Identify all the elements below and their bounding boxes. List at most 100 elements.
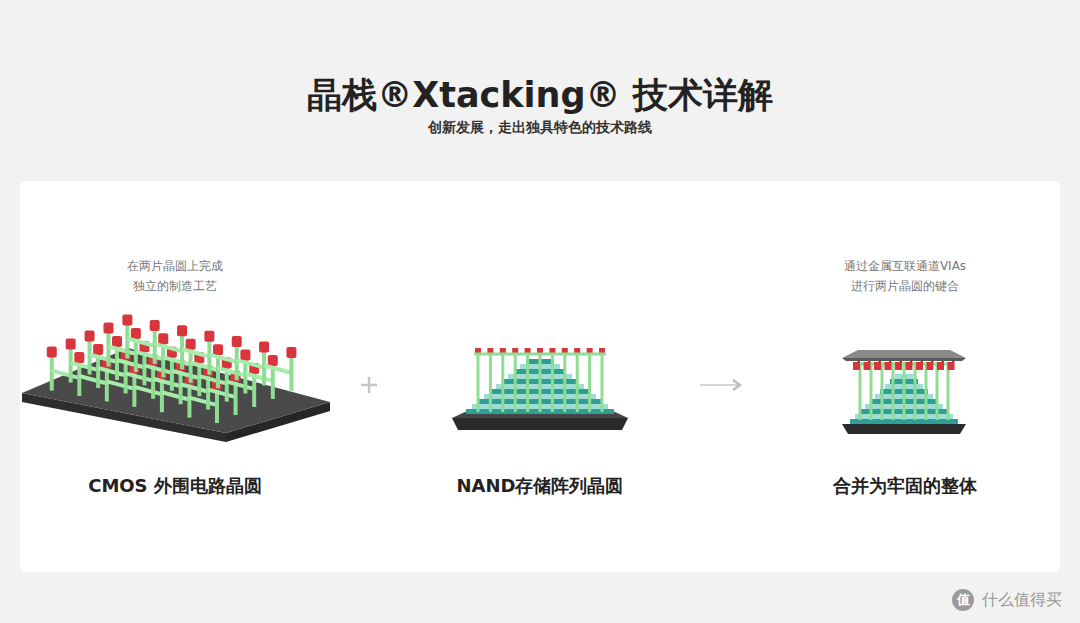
bond-via <box>906 362 913 370</box>
channel-pillar <box>539 352 542 412</box>
channel-pillar <box>914 362 917 420</box>
channel-pillar <box>947 362 950 420</box>
cmos-pillar <box>106 333 110 367</box>
cmos-pillar <box>180 335 184 369</box>
contact-cap <box>213 344 223 355</box>
cmos-wire <box>153 379 179 386</box>
cmos-wire <box>126 373 152 380</box>
cmos-wire <box>199 376 225 383</box>
channel-pillar <box>903 362 906 420</box>
bonded-wafers <box>842 350 966 434</box>
cmos-pillar <box>235 346 239 380</box>
wafer-stage: NAND存储阵列晶圆 <box>386 330 694 498</box>
channel-pillar <box>501 352 504 412</box>
contact-cap <box>103 323 113 334</box>
note: 在两片晶圆上完成 独立的制造工艺 <box>103 256 247 296</box>
contact-cap <box>66 339 76 350</box>
nand-wafer <box>452 348 628 430</box>
channel-pillar <box>477 352 480 412</box>
cmos-pillar <box>289 357 293 391</box>
contact-cap <box>74 352 84 363</box>
channel-pillar <box>601 352 604 412</box>
page-title: 晶栈®Xtacking® 技术详解 <box>307 72 773 119</box>
cmos-wire <box>52 371 78 378</box>
cmos-pillar <box>153 330 157 364</box>
wafer-stage: CMOS 外围电路晶圆 <box>16 330 334 498</box>
cmos-plate-edge <box>842 358 966 361</box>
cmos-wire <box>182 349 208 356</box>
cmos-wire <box>79 376 105 383</box>
contact-cap <box>150 320 160 331</box>
cmos-wire <box>208 390 234 397</box>
cmos-pillar <box>262 352 266 386</box>
wafer-base <box>842 424 966 434</box>
cmos-wafer <box>22 314 330 442</box>
bit-line <box>474 353 606 356</box>
contact-cap <box>158 333 168 344</box>
cmos-wire <box>117 360 143 367</box>
contact-cap <box>286 347 296 358</box>
cmos-pillar <box>50 357 54 391</box>
channel-pillar <box>859 362 862 420</box>
cmos-wire <box>191 363 217 370</box>
watermark: 什么值得买 <box>982 590 1062 611</box>
wafer-top <box>22 348 330 433</box>
cmos-wire <box>127 338 153 345</box>
cmos-pillar <box>125 324 129 358</box>
channel-pillar <box>925 362 928 420</box>
cmos-wire <box>245 374 271 381</box>
bond-via <box>885 362 892 370</box>
channel-pillar <box>892 362 895 420</box>
channel-pillar <box>489 352 492 412</box>
cmos-wire <box>227 382 253 389</box>
contact-cap <box>268 355 278 366</box>
cmos-pillar <box>207 341 211 375</box>
cmos-wire <box>189 398 215 405</box>
cmos-wire <box>237 360 263 367</box>
bond-via <box>937 362 944 370</box>
bond-via <box>853 362 860 370</box>
cmos-wire <box>144 365 170 372</box>
cmos-wire <box>181 384 207 391</box>
bond-via <box>895 362 902 370</box>
stage-caption: CMOS 外围电路晶圆 <box>16 474 334 498</box>
cmos-pillar <box>88 341 92 375</box>
contact-cap <box>177 325 187 336</box>
stage-caption: 合并为牢固的整体 <box>746 474 1064 498</box>
plus-symbol <box>361 377 377 393</box>
cmos-wire <box>136 352 162 359</box>
channel-pillar <box>870 362 873 420</box>
contact-cap <box>186 339 196 350</box>
bond-via <box>874 362 881 370</box>
channel-pillar <box>936 362 939 420</box>
channel-pillar <box>551 352 554 412</box>
cmos-wire <box>264 366 290 373</box>
wafer-stage: 合并为牢固的整体 <box>746 330 1064 498</box>
cmos-wire <box>98 368 124 375</box>
channel-pillar <box>576 352 579 412</box>
cmos-wire <box>218 368 244 375</box>
cmos-wire <box>172 371 198 378</box>
stage-caption: NAND存储阵列晶圆 <box>386 474 694 498</box>
cmos-wire <box>108 347 134 354</box>
channel-pillar <box>526 352 529 412</box>
subtitle: 创新发展，走出独具特色的技术路线 <box>428 119 652 137</box>
contact-cap <box>93 344 103 355</box>
contact-cap <box>131 328 141 339</box>
note: 通过金属互联通道VIAs 进行两片晶圆的键合 <box>833 256 977 296</box>
contact-cap <box>240 350 250 361</box>
cmos-wire <box>155 344 181 351</box>
cmos-wire <box>90 355 116 362</box>
channel-pillar <box>588 352 591 412</box>
cmos-wire <box>134 387 160 394</box>
watermark-logo-char: 值 <box>957 591 970 609</box>
cmos-wire <box>71 363 97 370</box>
wafer-base <box>452 418 628 430</box>
bond-via <box>948 362 955 370</box>
cmos-wire <box>162 392 188 399</box>
cmos-plate <box>842 350 966 358</box>
flow-arrow <box>700 384 740 386</box>
cmos-wire <box>209 355 235 362</box>
channel-pillar <box>881 362 884 420</box>
cmos-pillar <box>69 349 73 383</box>
